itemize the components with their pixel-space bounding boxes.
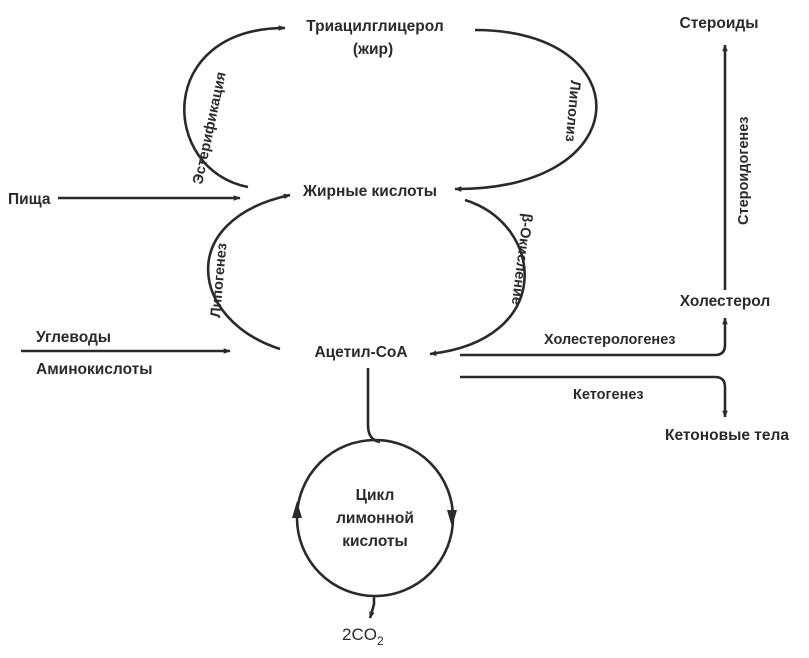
node-carbohydrates: Углеводы	[36, 329, 111, 346]
acetylcoa-to-cycle-line	[366, 368, 381, 444]
node-citric-cycle-line2: лимонной	[336, 510, 414, 527]
node-citric-cycle-line1: Цикл	[356, 487, 395, 504]
lipogenesis-arrow	[206, 193, 291, 351]
node-cholesterol: Холестерол	[680, 293, 771, 310]
lipolysis-arrow	[454, 28, 598, 192]
cycle-arrow-right	[447, 510, 457, 527]
node-acetyl-coa: Ацетил-СоА	[314, 344, 407, 361]
ketogenesis-arrow	[460, 375, 728, 418]
node-amino-acids: Аминокислоты	[36, 361, 152, 378]
node-steroids: Стероиды	[680, 15, 759, 32]
process-steroidogenesis: Стероидогенез	[736, 117, 752, 225]
process-ketogenesis: Кетогенез	[573, 387, 644, 403]
node-fatty-acids: Жирные кислоты	[302, 183, 437, 200]
process-beta-oxidation: β-Окисление	[508, 213, 535, 306]
node-triacylglycerol: Триацилглицерол	[306, 18, 443, 35]
cycle-arrow-left	[292, 501, 302, 518]
node-citric-cycle-line3: кислоты	[342, 533, 407, 550]
process-lipolysis: Липолиз	[562, 80, 583, 143]
node-co2: 2CO2	[342, 625, 384, 648]
esterification-arrow	[183, 25, 286, 189]
process-cholesterologenesis: Холестерологенез	[544, 332, 675, 348]
process-lipogenesis: Липогенез	[208, 242, 230, 318]
beta-oxidation-arrow	[429, 198, 526, 357]
node-ketone-bodies: Кетоновые тела	[665, 427, 789, 444]
cholesterologenesis-arrow	[460, 317, 728, 357]
cycle-to-co2-arrow	[368, 596, 376, 619]
node-triacylglycerol-sub: (жир)	[353, 41, 393, 58]
node-food: Пища	[8, 191, 51, 208]
